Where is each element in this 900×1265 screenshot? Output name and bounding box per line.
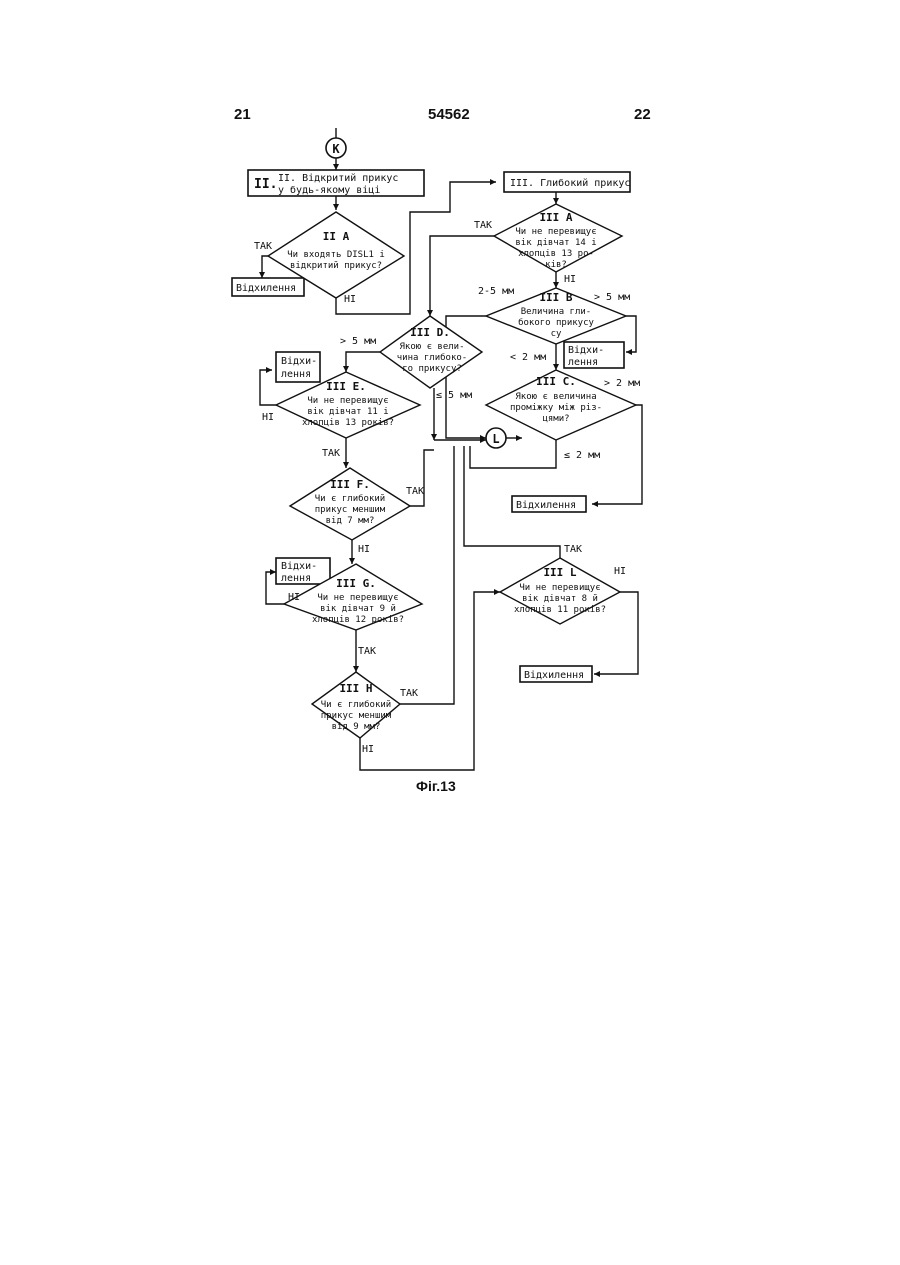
svg-text:лення: лення: [281, 573, 311, 584]
box-deviation-2: Відхи- лення: [276, 352, 320, 382]
box-deviation-5: Відхи- лення: [276, 558, 330, 584]
box-iii-deep-bite: III. Глибокий прикус: [504, 172, 630, 192]
svg-text:≤ 2 мм: ≤ 2 мм: [564, 450, 600, 461]
svg-text:прикус меншим: прикус меншим: [315, 505, 386, 515]
box-deviation-4: Відхилення: [512, 496, 586, 512]
svg-text:Чи не перевищує: Чи не перевищує: [515, 227, 596, 237]
svg-text:НІ: НІ: [288, 592, 300, 603]
svg-text:ТАК: ТАК: [564, 544, 582, 555]
svg-text:НІ: НІ: [344, 294, 356, 305]
svg-text:су: су: [551, 329, 562, 339]
svg-text:НІ: НІ: [564, 274, 576, 285]
svg-text:НІ: НІ: [262, 412, 274, 423]
svg-text:Відхилення: Відхилення: [524, 669, 584, 681]
svg-text:K: K: [332, 142, 340, 156]
svg-text:ТАК: ТАК: [400, 688, 418, 699]
svg-text:III A: III A: [539, 211, 572, 224]
connector-l: L: [486, 428, 506, 448]
svg-text:Відхи-: Відхи-: [281, 355, 317, 367]
svg-text:від 9 мм?: від 9 мм?: [332, 722, 381, 732]
svg-text:Відхилення: Відхилення: [236, 282, 296, 294]
svg-text:хлопців 12 років?: хлопців 12 років?: [312, 615, 404, 625]
svg-text:ТАК: ТАК: [406, 486, 424, 497]
svg-text:прикус меншим: прикус меншим: [321, 711, 392, 721]
svg-text:III L: III L: [543, 566, 576, 579]
svg-text:вік дівчат 11 і: вік дівчат 11 і: [307, 407, 388, 417]
svg-text:III H: III H: [339, 682, 372, 695]
svg-text:Якою є величина: Якою є величина: [515, 392, 596, 402]
svg-text:проміжку між різ-: проміжку між різ-: [510, 403, 602, 413]
svg-text:хлопців 13 ро-: хлопців 13 ро-: [518, 249, 594, 259]
svg-text:Якою є вели-: Якою є вели-: [399, 342, 464, 352]
svg-text:вік дівчат 14 і: вік дівчат 14 і: [515, 238, 596, 248]
svg-text:Чи не перевищує: Чи не перевищує: [317, 593, 398, 603]
svg-text:Чи є глибокий: Чи є глибокий: [315, 493, 385, 504]
svg-text:хлопців 13 років?: хлопців 13 років?: [302, 418, 394, 428]
svg-text:НІ: НІ: [362, 744, 374, 755]
figure-caption: Фіг.13: [416, 778, 456, 794]
decision-iiia: III A Чи не перевищує вік дівчат 14 і хл…: [494, 204, 622, 272]
svg-text:II A: II A: [323, 230, 350, 243]
svg-text:цями?: цями?: [542, 414, 569, 424]
svg-text:≤ 5 мм: ≤ 5 мм: [436, 390, 472, 401]
svg-text:III E.: III E.: [326, 380, 366, 393]
svg-text:Чи входять DISL1 і: Чи входять DISL1 і: [287, 250, 385, 260]
decision-iiid: III D. Якою є вели- чина глибоко- го при…: [380, 316, 482, 388]
svg-text:ТАК: ТАК: [322, 448, 340, 459]
svg-text:чина глибоко-: чина глибоко-: [397, 352, 467, 363]
svg-text:ТАК: ТАК: [474, 220, 492, 231]
svg-text:го прикусу?: го прикусу?: [402, 364, 462, 374]
svg-text:Відхи-: Відхи-: [281, 560, 317, 572]
svg-text:III. Глибокий прикус: III. Глибокий прикус: [510, 177, 630, 189]
svg-text:III C.: III C.: [536, 375, 576, 388]
svg-text:2-5 мм: 2-5 мм: [478, 286, 514, 297]
svg-text:Величина гли-: Величина гли-: [521, 307, 591, 317]
svg-text:ків?: ків?: [545, 260, 567, 270]
decision-iiil: III L Чи не перевищує вік дівчат 8 й хло…: [500, 558, 620, 624]
svg-text:НІ: НІ: [358, 544, 370, 555]
decision-iiih: III H Чи є глибокий прикус меншим від 9 …: [312, 672, 400, 738]
box-ii-open-bite: II. II. Відкритий прикус у будь-якому ві…: [248, 170, 424, 196]
svg-text:ТАК: ТАК: [254, 241, 272, 252]
svg-text:відкритий прикус?: відкритий прикус?: [290, 261, 382, 271]
connector-k: K: [326, 128, 346, 158]
svg-text:від 7 мм?: від 7 мм?: [326, 516, 375, 526]
svg-text:вік дівчат 9 й: вік дівчат 9 й: [320, 604, 396, 614]
svg-text:III G.: III G.: [336, 577, 376, 590]
box-deviation-1: Відхилення: [232, 278, 304, 296]
svg-text:> 5 мм: > 5 мм: [340, 336, 376, 347]
svg-text:НІ: НІ: [614, 566, 626, 577]
svg-text:> 2 мм: > 2 мм: [604, 378, 640, 389]
svg-text:Відхи-: Відхи-: [568, 344, 604, 356]
svg-text:L: L: [492, 432, 499, 446]
svg-text:II. Відкритий прикус: II. Відкритий прикус: [278, 172, 398, 184]
svg-text:лення: лення: [568, 357, 598, 368]
svg-text:II.: II.: [254, 177, 277, 192]
svg-text:хлопців 11 років?: хлопців 11 років?: [514, 605, 606, 615]
svg-text:Чи не перевищує: Чи не перевищує: [307, 396, 388, 406]
svg-text:вік дівчат 8 й: вік дівчат 8 й: [522, 594, 598, 604]
svg-text:бокого прикусу: бокого прикусу: [518, 317, 594, 328]
svg-text:III D.: III D.: [410, 326, 450, 339]
svg-text:III B: III B: [539, 291, 572, 304]
box-deviation-6: Відхилення: [520, 666, 592, 682]
svg-text:Чи не перевищує: Чи не перевищує: [519, 583, 600, 593]
decision-iiif: III F. Чи є глибокий прикус меншим від 7…: [290, 468, 410, 540]
svg-text:> 5 мм: > 5 мм: [594, 292, 630, 303]
svg-text:Відхилення: Відхилення: [516, 499, 576, 511]
svg-text:у будь-якому віці: у будь-якому віці: [278, 184, 380, 196]
box-deviation-3: Відхи- лення: [564, 342, 624, 368]
svg-text:Чи є глибокий: Чи є глибокий: [321, 699, 391, 710]
svg-text:ТАК: ТАК: [358, 646, 376, 657]
svg-text:лення: лення: [281, 369, 311, 380]
svg-text:III F.: III F.: [330, 478, 370, 491]
svg-text:< 2 мм: < 2 мм: [510, 352, 546, 363]
